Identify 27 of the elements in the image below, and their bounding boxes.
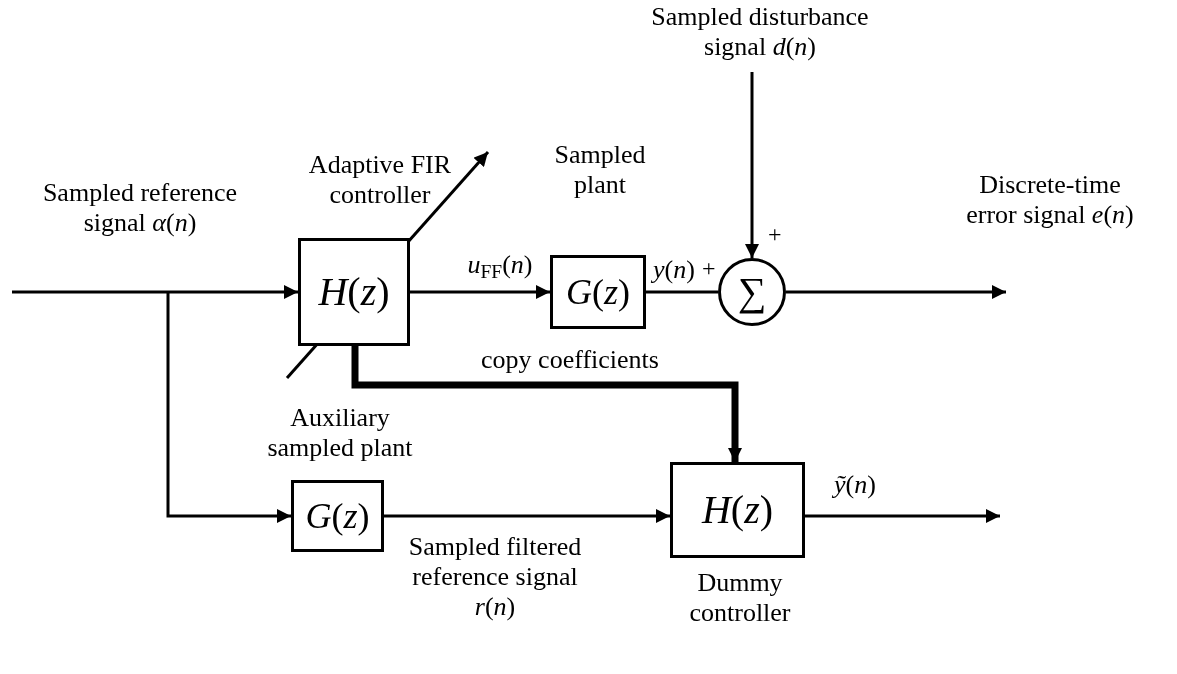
summing-junction: ∑: [718, 258, 786, 326]
transfer-function-block: H(z): [298, 238, 410, 346]
signal-arrow: [384, 509, 670, 523]
transfer-function-block: G(z): [291, 480, 384, 552]
signal-arrow: [786, 285, 1006, 299]
signal-arrow: [166, 292, 291, 523]
edge-label: ỹ(n): [831, 470, 877, 500]
sign-label: +: [768, 222, 782, 246]
block-caption: Sampled plant: [553, 140, 647, 200]
transfer-function-block: H(z): [670, 462, 805, 558]
block-caption: Dummy controller: [688, 568, 792, 628]
edge-label: Sampled reference signal α(n): [41, 178, 239, 238]
edge-label: copy coefficients: [480, 345, 660, 375]
signal-arrow: [351, 346, 742, 462]
signal-arrow: [745, 72, 759, 258]
transfer-function-block: G(z): [550, 255, 646, 329]
edge-label: u$_{FF}$(n): [466, 250, 534, 280]
block-caption: Adaptive FIR controller: [307, 150, 453, 210]
signal-arrow: [12, 285, 298, 299]
signal-arrow: [410, 285, 550, 299]
edge-label: Sampled disturbance signal d(n): [650, 2, 870, 62]
signal-arrow: [805, 509, 1000, 523]
edge-label: y(n): [650, 255, 696, 285]
sign-label: +: [702, 256, 716, 280]
edge-label: Discrete-time error signal e(n): [965, 170, 1135, 230]
block-caption: Auxiliary sampled plant: [266, 403, 414, 463]
edge-label: Sampled filtered reference signal r(n): [407, 532, 583, 622]
